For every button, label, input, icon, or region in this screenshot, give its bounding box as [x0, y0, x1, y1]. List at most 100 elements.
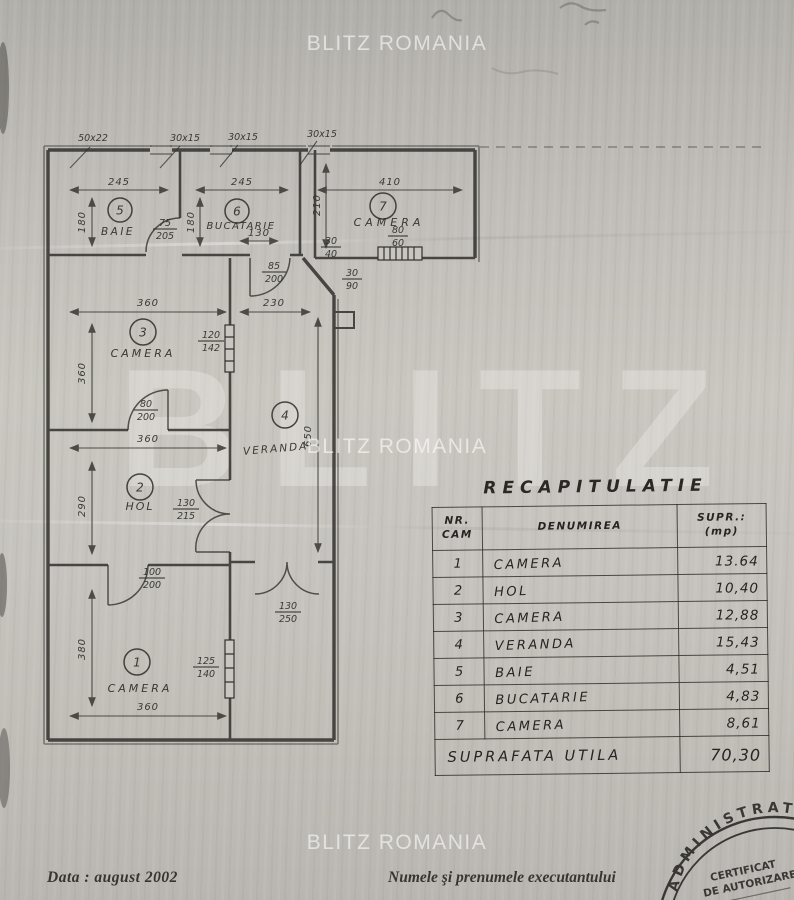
svg-text:140: 140 [197, 669, 215, 680]
svg-text:90: 90 [346, 281, 358, 292]
room-name: CAMERA [108, 682, 173, 695]
svg-text:30: 30 [325, 236, 337, 247]
date-label: Data : august 2002 [47, 869, 178, 886]
room-number-circle [107, 197, 133, 223]
door-size-label: 85 200 [262, 261, 286, 285]
cell-name: CAMERA [484, 707, 681, 741]
cell-nr: 3 [433, 603, 484, 632]
door-size-label: 100 200 [139, 567, 165, 591]
recap-title: RECAPITULATIE [483, 475, 708, 499]
dimension-lines [68, 162, 464, 720]
col-header-nr: NR. CAM [432, 506, 483, 551]
room-number-circle [369, 192, 397, 220]
window-tag: 30x15 [307, 129, 337, 140]
door-size-label: 130 215 [173, 498, 199, 522]
large-faint-watermark: BLITZ [118, 334, 744, 522]
dim-label: 360 [137, 702, 159, 713]
table-header-row: NR. CAM DENUMIREA SUPR.: (mp) [432, 503, 767, 551]
cell-nr: 4 [433, 630, 484, 659]
dim-label: 380 [77, 638, 88, 660]
cell-nr: 1 [432, 549, 483, 578]
window-symbols [224, 246, 423, 699]
room-name: HOL [125, 500, 154, 513]
svg-text:125: 125 [197, 656, 215, 667]
svg-text:30: 30 [346, 268, 358, 279]
double-door-arc [254, 561, 320, 595]
total-label: SUPRAFATA UTILA [434, 736, 681, 776]
total-value: 70,30 [680, 735, 770, 773]
svg-text:130: 130 [177, 498, 195, 509]
window-symbol [224, 639, 235, 699]
col-header-denumirea: DENUMIREA [482, 504, 678, 550]
watermark-middle: BLITZ ROMANIA [306, 435, 488, 458]
size-fractions: 75 205 85 200 80 200 120 142 130 [134, 218, 408, 680]
dim-label: 180 [186, 211, 197, 233]
window-size-label: 125 140 [193, 656, 219, 680]
door-size-label: 130 250 [275, 601, 301, 625]
room-number-circle [129, 318, 157, 346]
room-number: 3 [139, 326, 147, 340]
window-tag: 30x15 [228, 132, 258, 143]
svg-text:205: 205 [156, 231, 174, 242]
dim-label: 180 [77, 211, 88, 233]
svg-text:215: 215 [177, 511, 195, 522]
niche-size-label: 30 40 [321, 236, 341, 260]
dim-label: 290 [77, 495, 88, 517]
edge-blotch [0, 728, 10, 808]
dim-label: 210 [312, 194, 323, 216]
watermark-top: BLITZ ROMANIA [306, 32, 488, 55]
door-arc [127, 389, 169, 431]
cell-area: 13.64 [677, 546, 767, 575]
svg-text:142: 142 [202, 343, 220, 354]
table-row: 1 CAMERA 13.64 [432, 545, 767, 579]
svg-text:80: 80 [140, 399, 152, 410]
svg-text:40: 40 [325, 249, 337, 260]
double-door-arc [195, 479, 231, 553]
room-name: CAMERA [354, 216, 425, 229]
dim-label: 360 [137, 434, 159, 445]
svg-text:120: 120 [202, 330, 220, 341]
svg-text:200: 200 [265, 274, 283, 285]
pencil-smudge [431, 2, 607, 26]
dim-label: 245 [231, 177, 253, 188]
cell-nr: 7 [434, 711, 485, 740]
dim-label: 230 [263, 298, 285, 309]
dim-label: 360 [77, 362, 88, 384]
svg-text:200: 200 [143, 580, 161, 591]
stamp-ring [661, 815, 794, 900]
svg-text:80: 80 [392, 225, 404, 236]
window-tag: 50x22 [78, 133, 108, 144]
svg-text:250: 250 [279, 614, 297, 625]
chase-size-label: 30 90 [342, 268, 362, 292]
col-header-supr: SUPR.: (mp) [677, 503, 767, 548]
dim-label: 360 [137, 298, 159, 309]
room-name: CAMERA [111, 347, 176, 360]
room-number-circle [224, 198, 250, 224]
room-number: 5 [116, 204, 124, 218]
cell-area: 10,40 [677, 573, 768, 602]
radiator-symbol [377, 246, 423, 261]
door-arc [145, 217, 181, 253]
door-size-label: 80 200 [134, 399, 158, 423]
room-name: BAIE [101, 226, 135, 238]
edge-blotch [0, 553, 7, 617]
svg-text:130: 130 [279, 601, 297, 612]
window-tag: 30x15 [170, 133, 200, 144]
svg-text:100: 100 [143, 567, 161, 578]
dim-label: 410 [379, 177, 401, 188]
window-size-label: 120 142 [198, 330, 224, 354]
cell-area: 12,88 [678, 600, 768, 629]
room-number: 6 [233, 205, 241, 219]
recap-section: RECAPITULATIE NR. CAM DENUMIREA SUPR.: (… [431, 475, 770, 776]
radiator-size-label: 80 60 [388, 225, 408, 249]
cell-nr: 5 [433, 657, 485, 686]
cell-nr: 6 [434, 684, 485, 713]
room-labels: 5 BAIE 6 BUCATARIE 7 CAMERA 3 CAMERA 4 V… [101, 192, 425, 695]
room-name: BUCATARIE [206, 221, 275, 232]
svg-text:75: 75 [159, 218, 171, 229]
dim-label: 245 [108, 177, 130, 188]
walls [43, 145, 480, 745]
recap-table: NR. CAM DENUMIREA SUPR.: (mp) 1 CAMERA 1… [432, 503, 770, 776]
door-size-label: 75 205 [153, 218, 177, 242]
